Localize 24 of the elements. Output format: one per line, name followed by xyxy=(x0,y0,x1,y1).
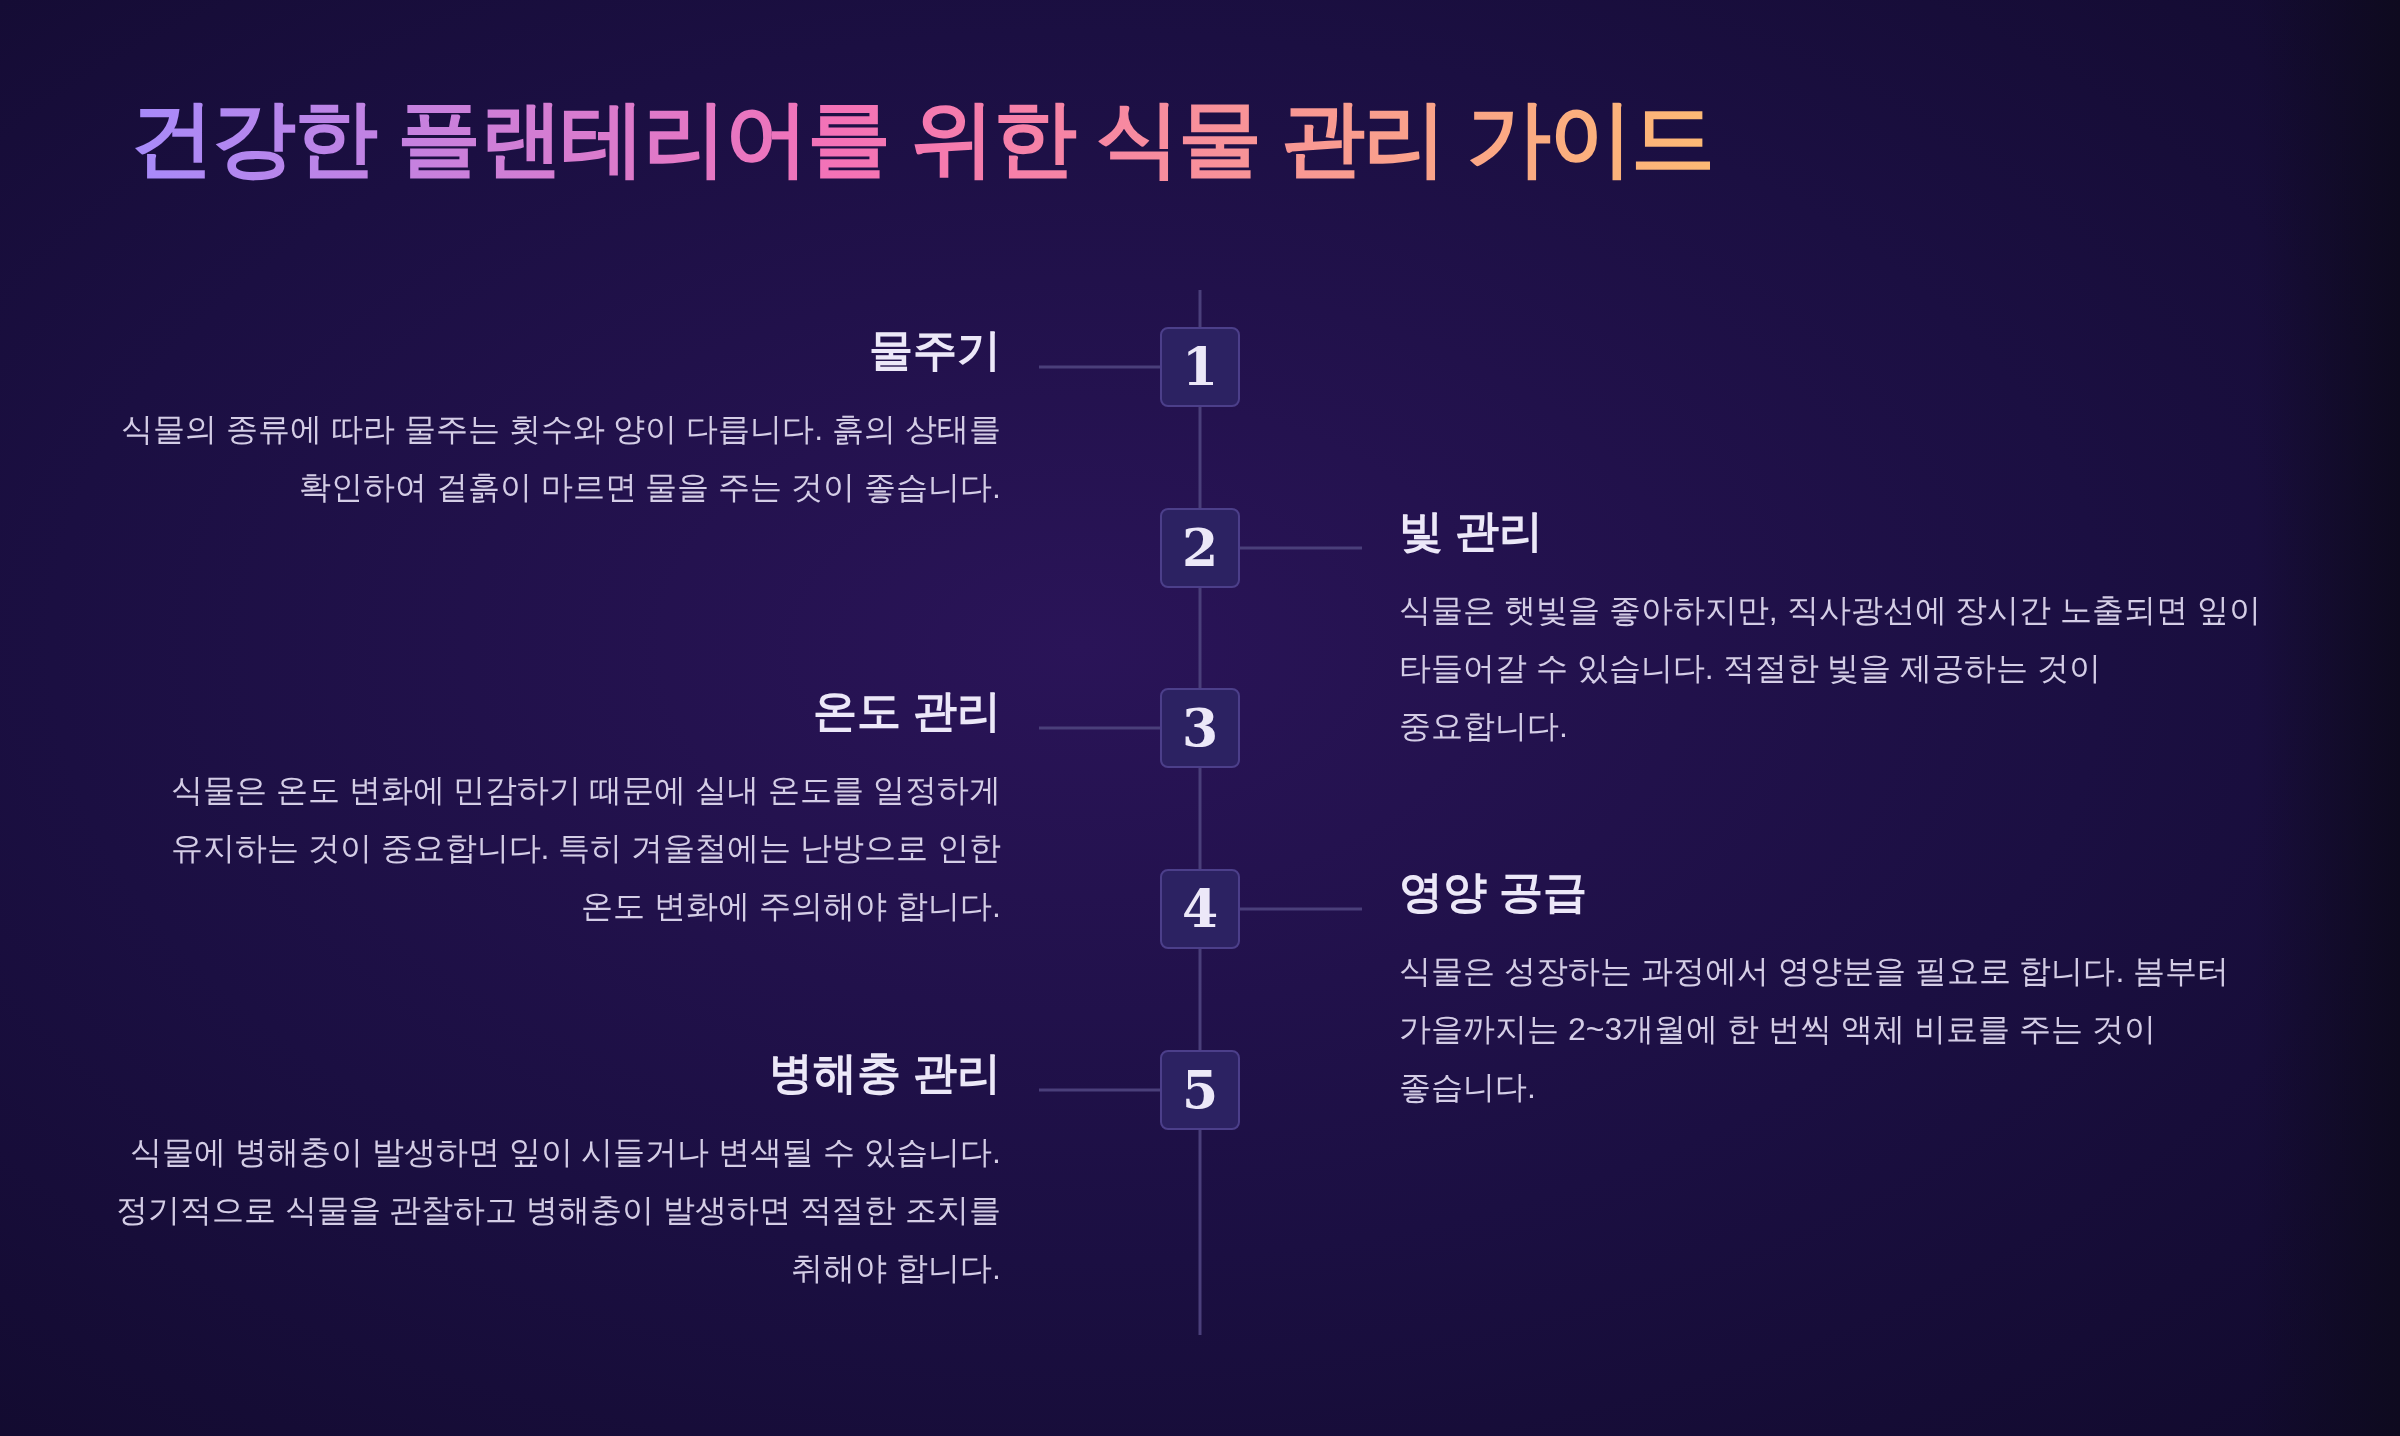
connector-line xyxy=(1198,588,1202,688)
connector-line xyxy=(1039,1088,1160,1092)
entry-heading: 물주기 xyxy=(868,324,1001,376)
entry-description: 식물은 성장하는 과정에서 영양분을 필요로 합니다. 봄부터 가을까지는 2~3개월에 한 번씩 액체 비료를 주는 것이 좋습니다. xyxy=(1399,952,2231,1108)
step-number-box: 3 xyxy=(1160,688,1240,768)
connector-line xyxy=(1198,407,1202,508)
entry-description: 식물은 온도 변화에 민감하기 때문에 실내 온도를 일정하게 유지하는 것이 중요합니다. 특히 겨울철에는 난방으로 인한 온도 변화에 주의해야 합니다. xyxy=(169,771,1001,927)
step-number-box: 5 xyxy=(1160,1050,1240,1130)
connector-line xyxy=(1240,546,1362,550)
connector-line xyxy=(1039,726,1160,730)
entry-description: 식물에 병해충이 발생하면 잎이 시들거나 변색될 수 있습니다. 정기적으로 식물을 관찰하고 병해충이 발생하면 적절한 조치를 취해야 합니다. xyxy=(114,1133,1001,1289)
connector-line xyxy=(1039,365,1160,369)
connector-line xyxy=(1240,907,1362,911)
entry-heading: 병해충 관리 xyxy=(767,1047,1001,1099)
entry-heading: 온도 관리 xyxy=(811,685,1001,737)
entry-heading: 영양 공급 xyxy=(1399,866,1589,918)
step-number-box: 2 xyxy=(1160,508,1240,588)
connector-line xyxy=(1198,768,1202,869)
entry-heading: 빛 관리 xyxy=(1399,505,1545,557)
entry-description: 식물의 종류에 따라 물주는 횟수와 양이 다릅니다. 흙의 상태를 확인하여 겉흙이 마르면 물을 주는 것이 좋습니다. xyxy=(120,410,1001,508)
step-number-box: 1 xyxy=(1160,327,1240,407)
step-number-box: 4 xyxy=(1160,869,1240,949)
entry-description: 식물은 햇빛을 좋아하지만, 직사광선에 장시간 노출되면 잎이 타들어갈 수 있습니다. 적절한 빛을 제공하는 것이 중요합니다. xyxy=(1399,591,2263,747)
connector-line xyxy=(1198,949,1202,1050)
